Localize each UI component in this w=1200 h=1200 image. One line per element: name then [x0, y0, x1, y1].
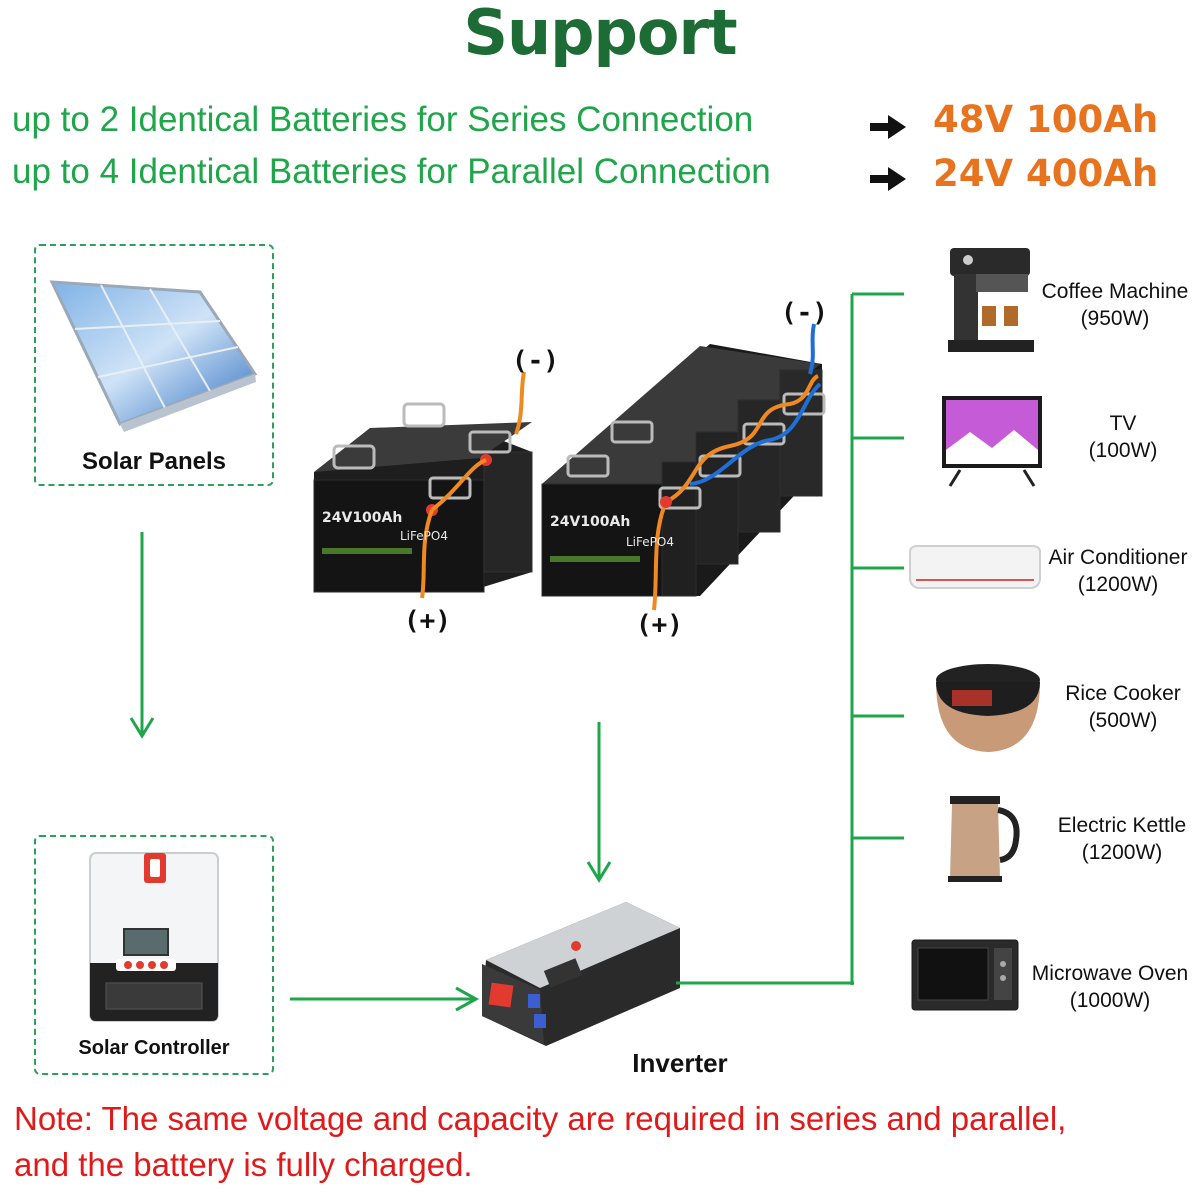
battery-chem-label: LiFePO4	[626, 535, 674, 549]
appliance-name: Air Conditioner	[1048, 546, 1188, 569]
down-arrow-icon	[129, 532, 155, 739]
battery-model-label: 24V100Ah	[550, 514, 630, 530]
appliance-tv: TV (100W)	[1052, 412, 1194, 463]
parallel-connection-text: up to 4 Identical Batteries for Parallel…	[12, 152, 771, 191]
appliance-watt: (1000W)	[1069, 989, 1151, 1012]
down-arrow-icon	[586, 722, 612, 883]
solar-panels-label: Solar Panels	[81, 448, 227, 475]
parallel-result: 24V 400Ah	[933, 152, 1159, 195]
solar-panels-box: Solar Panels	[34, 244, 274, 486]
appliance-name: TV	[1109, 412, 1137, 435]
appliance-name: Coffee Machine	[1041, 280, 1189, 303]
appliance-name: Rice Cooker	[1065, 682, 1181, 705]
right-arrow-icon	[870, 115, 906, 139]
battery-model-label: 24V100Ah	[322, 510, 402, 526]
appliance-rice-cooker: Rice Cooker (500W)	[1052, 682, 1194, 733]
note-line-2: and the battery is fully charged.	[14, 1146, 473, 1183]
note-line-1: Note: The same voltage and capacity are …	[14, 1100, 1067, 1137]
series-positive-terminal-label: (+)	[404, 606, 451, 636]
appliance-watt: (1200W)	[1081, 841, 1163, 864]
appliance-electric-kettle: Electric Kettle (1200W)	[1046, 814, 1198, 865]
appliance-microwave-oven: Microwave Oven (1000W)	[1024, 962, 1196, 1013]
coffee-machine-icon	[948, 248, 1034, 352]
parallel-negative-terminal-label: (-)	[781, 298, 828, 328]
page-title: Support	[463, 0, 737, 69]
series-battery-pair: 24V100Ah LiFePO4	[313, 371, 533, 599]
microwave-icon	[911, 939, 1019, 1011]
series-connection-text: up to 2 Identical Batteries for Series C…	[12, 100, 754, 139]
tv-icon	[942, 396, 1042, 487]
load-bus-connector	[676, 292, 904, 985]
right-arrow-connector	[290, 986, 480, 1012]
parallel-positive-terminal-label: (+)	[636, 610, 683, 640]
inverter-label: Inverter	[632, 1048, 728, 1078]
appliance-watt: (950W)	[1080, 307, 1150, 330]
appliance-air-conditioner: Air Conditioner (1200W)	[1040, 546, 1196, 597]
inverter-icon	[482, 902, 680, 1046]
series-result: 48V 100Ah	[933, 98, 1159, 141]
rice-cooker-icon	[936, 664, 1040, 752]
kettle-icon	[948, 796, 1020, 882]
appliance-name: Electric Kettle	[1057, 814, 1187, 837]
battery-chem-label: LiFePO4	[400, 529, 448, 543]
appliance-name: Microwave Oven	[1031, 962, 1189, 985]
series-negative-terminal-label: (-)	[512, 346, 559, 376]
appliance-coffee-machine: Coffee Machine (950W)	[1032, 280, 1198, 331]
air-conditioner-icon	[909, 545, 1041, 589]
right-arrow-icon	[870, 167, 906, 191]
appliance-watt: (500W)	[1088, 709, 1158, 732]
solar-controller-icon	[89, 852, 219, 1022]
appliance-watt: (1200W)	[1077, 573, 1159, 596]
solar-controller-box: Solar Controller	[34, 835, 274, 1075]
appliance-watt: (100W)	[1088, 439, 1158, 462]
solar-panel-icon	[49, 280, 258, 432]
solar-controller-label: Solar Controller	[78, 1037, 230, 1059]
parallel-battery-group: 24V100Ah LiFePO4	[541, 323, 826, 611]
